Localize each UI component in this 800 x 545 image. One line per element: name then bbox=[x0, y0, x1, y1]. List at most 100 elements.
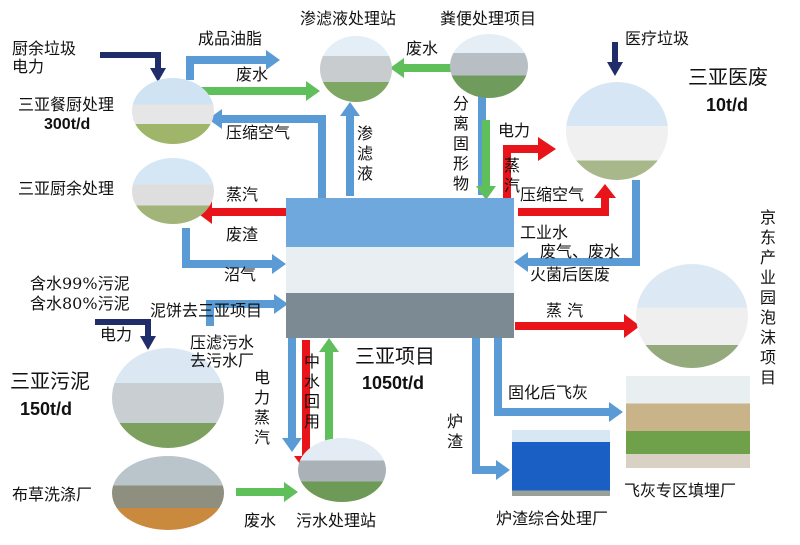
solids-green-head bbox=[476, 186, 496, 200]
power-steam-down-shaft bbox=[302, 340, 310, 458]
feces-project-photo bbox=[450, 34, 528, 98]
fly-ash-landfill-name: 飞灰专区填埋厂 bbox=[624, 481, 737, 500]
center-name: 三亚项目 bbox=[355, 344, 435, 368]
medical-waste-input-arrowhead bbox=[607, 62, 623, 76]
sludge-input-arrowhead bbox=[140, 336, 156, 350]
residue-shaft-v bbox=[182, 228, 190, 268]
finished-oil-label: 成品油脂 bbox=[198, 29, 263, 48]
slag-shaft-h bbox=[472, 466, 496, 474]
sludge-plant-photo bbox=[112, 348, 224, 448]
sewage-station-name: 污水处理站 bbox=[296, 511, 377, 530]
wastewater-top-shaft bbox=[186, 87, 308, 95]
kitchen-residue-photo bbox=[132, 158, 214, 224]
residue-shaft-h bbox=[182, 260, 274, 268]
leachate-station-photo bbox=[320, 36, 392, 102]
residue-label: 废渣 bbox=[226, 225, 259, 244]
air-left-head bbox=[208, 109, 222, 129]
solidified-fly-ash-label: 固化后飞灰 bbox=[508, 383, 589, 402]
kitchen-waste-input-arrow bbox=[100, 52, 161, 72]
feces-project-name: 粪便处理项目 bbox=[440, 9, 537, 28]
steam-left-label: 蒸汽 bbox=[226, 185, 259, 204]
air-right-head bbox=[594, 184, 616, 198]
industrial-water-shaft-v bbox=[632, 180, 640, 265]
after-fire-medical-label: 火菌后医废 bbox=[530, 265, 611, 284]
wastewater-bottom-label: 废水 bbox=[244, 511, 277, 530]
fly-ash-head bbox=[609, 402, 623, 422]
reclaimed-water-label: 中水回用 bbox=[303, 352, 320, 431]
wastewater-feces-head bbox=[390, 58, 404, 78]
air-left-shaft-h bbox=[222, 115, 326, 123]
industrial-water-head bbox=[514, 252, 528, 272]
filter-sewage-shaft bbox=[288, 320, 296, 440]
medical-gas-water-label: 废气、废水 bbox=[540, 242, 621, 261]
slag-head bbox=[496, 460, 510, 480]
catering-name: 三亚餐厨处理 bbox=[18, 95, 115, 114]
residue-head bbox=[272, 254, 286, 274]
slag-label: 炉渣 bbox=[446, 412, 463, 451]
kitchen-waste-input-arrowhead bbox=[150, 68, 166, 82]
slag-shaft-v bbox=[472, 336, 480, 472]
sludge-cake-shaft-v bbox=[206, 300, 214, 326]
filter-sewage-head bbox=[282, 438, 302, 452]
fly-ash-shaft-h bbox=[494, 408, 609, 416]
sludge-input-arrow bbox=[95, 319, 151, 340]
laundry-photo bbox=[112, 456, 224, 530]
slag-plant-photo bbox=[512, 430, 610, 496]
filter-sewage-label: 压滤污水 去污水厂 bbox=[190, 333, 255, 370]
leachate-head bbox=[340, 102, 360, 116]
compressed-air-left-label: 压缩空气 bbox=[226, 123, 291, 142]
reclaimed-shaft bbox=[325, 348, 333, 454]
power-right-head bbox=[538, 137, 556, 161]
center-capacity: 1050t/d bbox=[362, 373, 425, 393]
leachate-label: 渗滤液 bbox=[356, 124, 373, 183]
catering-plant-photo bbox=[132, 78, 214, 144]
industrial-water-label: 工业水 bbox=[520, 223, 569, 242]
air-right-shaft-h bbox=[518, 208, 608, 216]
sludge-cake-shaft-h bbox=[206, 300, 276, 308]
medical-waste-input-label: 医疗垃圾 bbox=[625, 29, 690, 48]
separated-solids-label: 分离固形物 bbox=[452, 94, 469, 193]
biogas-label: 沼气 bbox=[224, 265, 257, 284]
wastewater-feces-shaft bbox=[402, 64, 452, 72]
power-right-shaft-v bbox=[503, 150, 511, 198]
medical-capacity: 10t/d bbox=[706, 95, 749, 115]
industrial-water-shaft-h bbox=[528, 258, 640, 266]
air-left-shaft-v bbox=[318, 115, 326, 200]
steam-jd-label: 蒸 汽 bbox=[546, 301, 584, 320]
center-plant-photo bbox=[286, 198, 514, 338]
wastewater-feces-label: 废水 bbox=[406, 39, 439, 58]
air-right-shaft-v bbox=[601, 196, 609, 216]
sludge-cake-head bbox=[274, 294, 288, 314]
steam-jd-shaft bbox=[515, 322, 625, 330]
wastewater-top-label: 废水 bbox=[236, 65, 269, 84]
catering-capacity: 300t/d bbox=[44, 116, 91, 133]
leachate-station-name: 渗滤液处理站 bbox=[300, 9, 397, 28]
reclaimed-head bbox=[319, 338, 339, 352]
oil-arrow-shaft-v bbox=[186, 58, 194, 80]
steam-left-shaft bbox=[210, 208, 288, 216]
wastewater-top-head bbox=[306, 81, 320, 101]
kitchen-waste-power-label: 厨余垃圾 电力 bbox=[12, 39, 77, 76]
sludge-input-99: 含水99%污泥 bbox=[30, 274, 130, 293]
power-right-shaft-h bbox=[503, 145, 539, 153]
kitchen-residue-name: 三亚厨余处理 bbox=[18, 179, 115, 198]
fly-ash-landfill-photo bbox=[626, 376, 750, 468]
solids-green-shaft bbox=[482, 120, 490, 186]
leachate-shaft bbox=[346, 112, 354, 196]
medical-waste-photo bbox=[566, 82, 668, 180]
fly-ash-shaft-v bbox=[494, 336, 502, 416]
laundry-name: 布草洗涤厂 bbox=[12, 485, 93, 504]
medical-name: 三亚医废 bbox=[688, 65, 768, 89]
sewage-station-photo bbox=[298, 438, 386, 502]
steam-jd-head bbox=[624, 314, 640, 338]
oil-arrow-shaft-h bbox=[186, 56, 266, 64]
sludge-capacity: 150t/d bbox=[20, 399, 73, 419]
power-sludge-label: 电力 bbox=[100, 325, 133, 344]
wastewater-bottom-shaft bbox=[236, 488, 286, 496]
slag-plant-name: 炉渣综合处理厂 bbox=[496, 509, 609, 528]
power-steam-down-label: 电力蒸汽 bbox=[253, 368, 270, 447]
power-right-label: 电力 bbox=[498, 121, 531, 140]
jingdong-foam-name: 京东产业园泡沫项目 bbox=[759, 208, 776, 387]
wastewater-bottom-head bbox=[284, 482, 298, 502]
